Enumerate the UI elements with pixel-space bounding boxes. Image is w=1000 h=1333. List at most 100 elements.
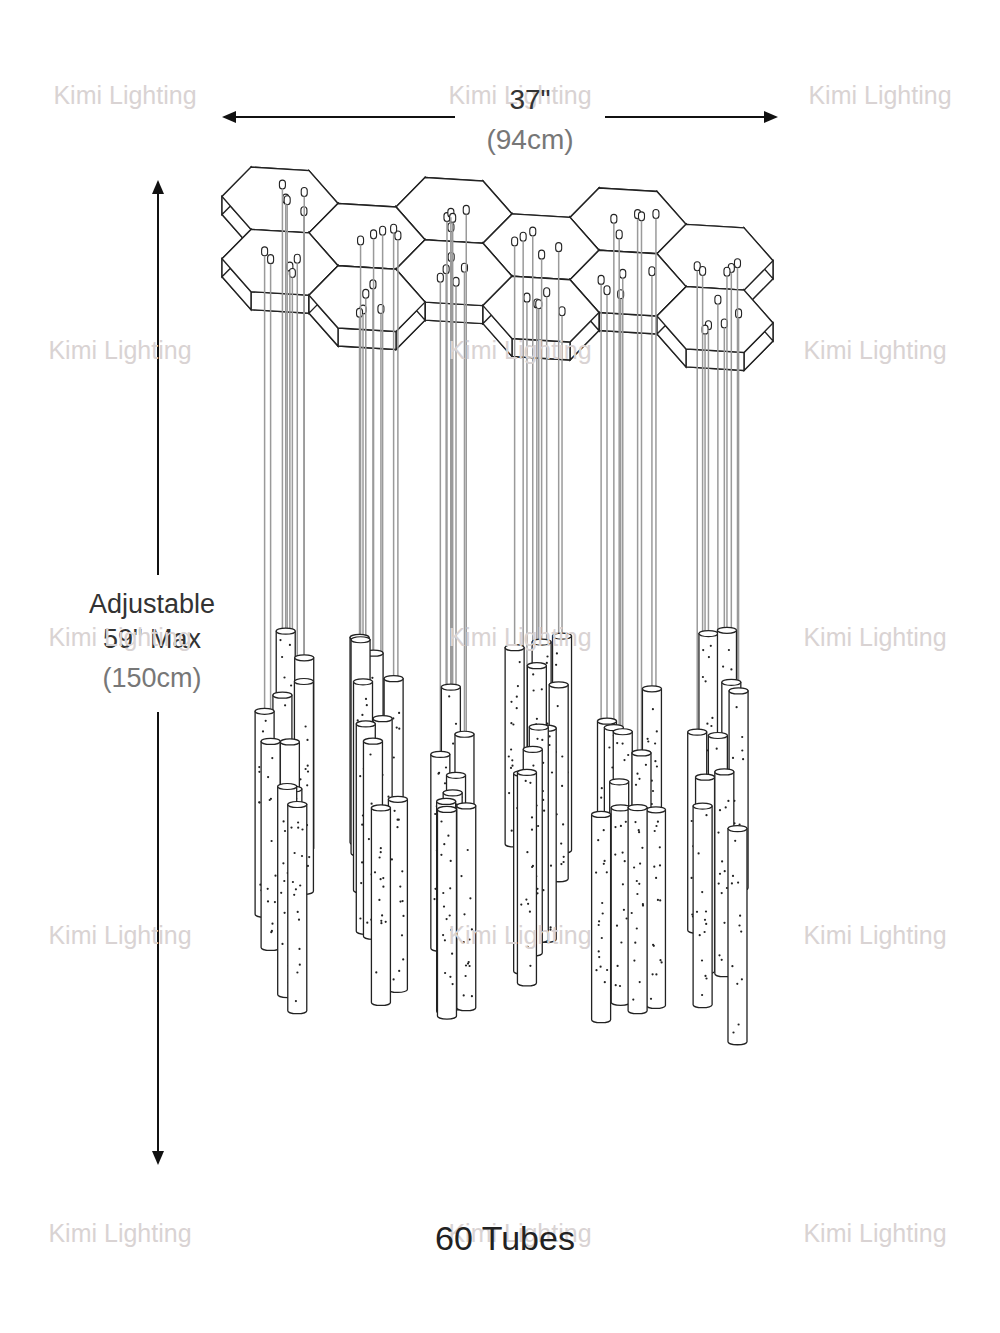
- tube-dot: [380, 851, 382, 853]
- tube-dot: [620, 825, 622, 827]
- tube-top: [722, 679, 741, 685]
- tube-top: [728, 826, 747, 832]
- tube-dot: [647, 740, 649, 742]
- tube-top: [294, 679, 313, 685]
- tube-dot: [691, 877, 693, 879]
- tube-dot: [365, 698, 367, 700]
- tube-dot: [659, 864, 661, 866]
- tube-dot: [296, 971, 298, 973]
- wire-holder: [734, 259, 740, 268]
- tube-top: [295, 655, 314, 661]
- tube-dot: [556, 652, 558, 654]
- tube-dot: [283, 880, 285, 882]
- tube-dot: [704, 919, 706, 921]
- hanging-wire: [651, 276, 653, 689]
- tube-dot: [616, 925, 618, 927]
- tube-dot: [301, 855, 303, 857]
- tube-dot: [727, 800, 729, 802]
- tube-dot: [399, 901, 401, 903]
- tube-dot: [508, 755, 510, 757]
- tube-dot: [301, 828, 303, 830]
- tube-dot: [366, 922, 368, 924]
- tube-dot: [631, 912, 633, 914]
- tube-dot: [437, 773, 439, 775]
- wire-holder: [700, 266, 706, 275]
- tube-dot: [655, 877, 657, 879]
- tube-dot: [460, 875, 462, 877]
- tube-dot: [529, 782, 531, 784]
- tube-dot: [361, 714, 363, 716]
- tube-dot: [393, 978, 395, 980]
- hanging-wire: [618, 239, 620, 782]
- tube-dot: [732, 875, 734, 877]
- tube-dot: [741, 736, 743, 738]
- tube-dot: [711, 717, 713, 719]
- tube-top: [443, 790, 462, 796]
- wire-holder: [724, 267, 730, 276]
- tube-dot: [654, 742, 656, 744]
- tube-dot: [731, 965, 733, 967]
- tube-top: [642, 686, 661, 692]
- tube-dot: [305, 768, 307, 770]
- tube-dot: [271, 923, 273, 925]
- tube-top: [628, 805, 647, 811]
- tube-dot: [561, 755, 563, 757]
- tube-top: [611, 805, 630, 811]
- height-line: [157, 188, 159, 575]
- tube-dot: [655, 973, 657, 975]
- watermark: Kimi Lighting: [448, 334, 591, 367]
- tube-dot: [717, 832, 719, 834]
- tube-dot: [622, 883, 624, 885]
- tube-dot: [398, 712, 400, 714]
- wire-holder: [520, 232, 526, 241]
- tube-dot: [601, 937, 603, 939]
- watermark: Kimi Lighting: [448, 621, 591, 654]
- tube-dot: [562, 823, 564, 825]
- tube-dot: [721, 860, 723, 862]
- tube-dot: [258, 766, 260, 768]
- tube-dot: [614, 826, 616, 828]
- tube-dot: [289, 644, 291, 646]
- tube-dot: [455, 723, 457, 725]
- tube-dot: [723, 922, 725, 924]
- tube-dot: [270, 931, 272, 933]
- wire-holder: [380, 226, 386, 235]
- crystal-tube: [388, 796, 407, 992]
- arrow-head: [152, 1151, 164, 1165]
- crystal-tube: [437, 806, 456, 1019]
- tube-dot: [704, 931, 706, 933]
- tube-dot: [444, 782, 446, 784]
- tube-dot: [623, 759, 625, 761]
- crystal-tube: [517, 769, 536, 985]
- tube-dot: [724, 870, 726, 872]
- tube-dot: [382, 877, 384, 879]
- canopy-hexagon: [309, 266, 425, 350]
- tube-dot: [295, 1000, 297, 1002]
- tube-top: [261, 738, 280, 744]
- tube-dot: [636, 893, 638, 895]
- tube-dot: [360, 882, 362, 884]
- tube-dot: [375, 971, 377, 973]
- tube-top: [431, 751, 450, 757]
- tube-dot: [274, 875, 276, 877]
- tube-dot: [650, 998, 652, 1000]
- wire-holder: [524, 293, 530, 302]
- crystal-tube: [728, 826, 747, 1045]
- tube-dot: [561, 785, 563, 787]
- tube-top: [696, 774, 715, 780]
- hanging-wire: [738, 318, 740, 691]
- tube-dot: [600, 797, 602, 799]
- tube-dot: [701, 891, 703, 893]
- tube-top: [457, 803, 476, 809]
- tube-top: [517, 769, 536, 775]
- tube-dot: [647, 738, 649, 740]
- tube-dot: [510, 701, 512, 703]
- tube-dot: [532, 765, 534, 767]
- tube-dot: [369, 753, 371, 755]
- hanging-wire: [731, 272, 733, 682]
- tube-dot: [465, 964, 467, 966]
- hanging-wire: [393, 233, 395, 678]
- tube-top: [441, 684, 460, 690]
- tube-dot: [638, 829, 640, 831]
- tube-dot: [371, 803, 373, 805]
